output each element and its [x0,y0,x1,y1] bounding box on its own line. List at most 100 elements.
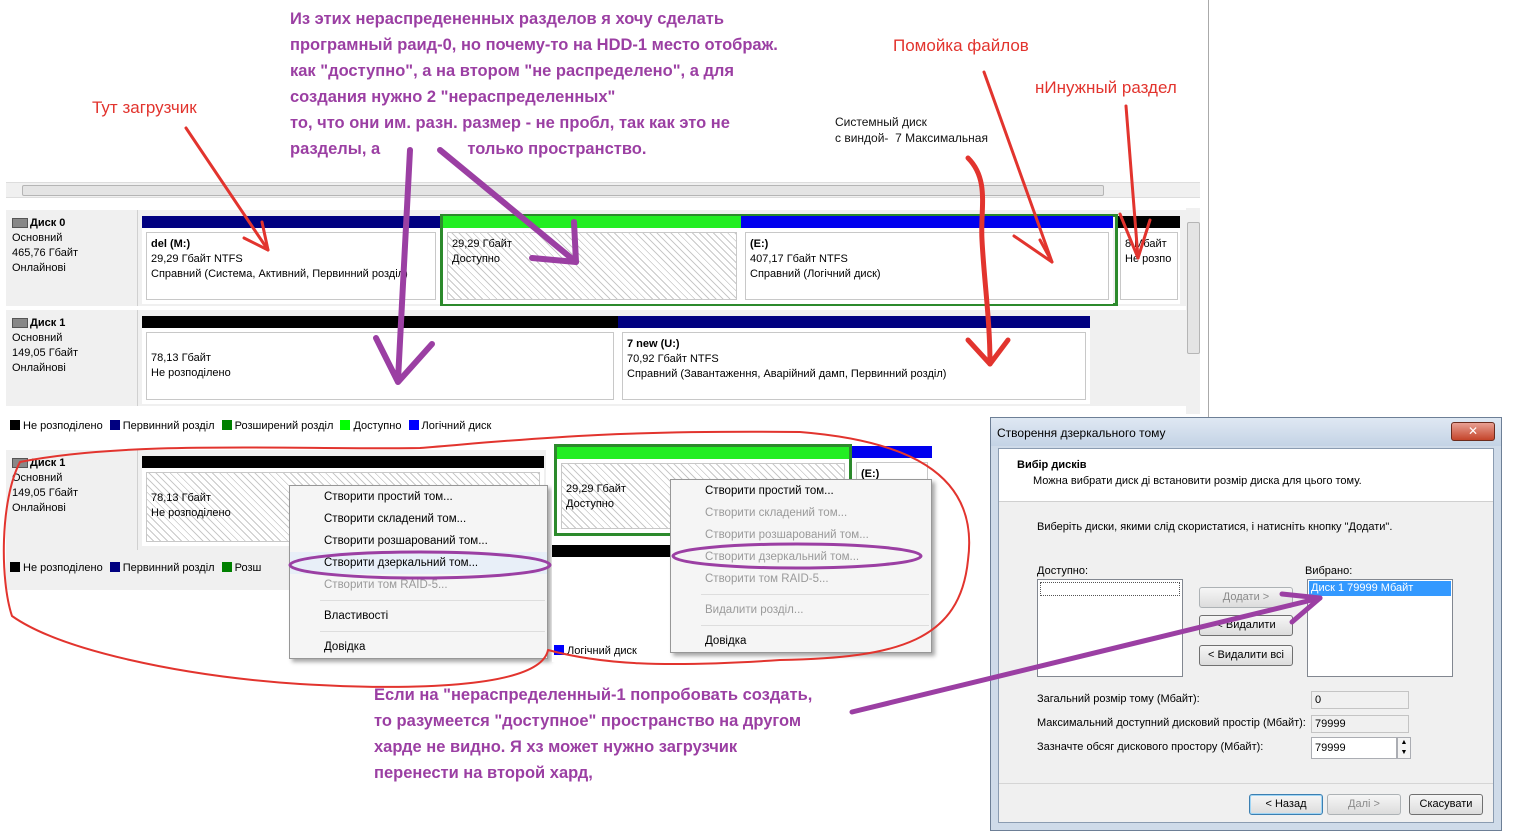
back-button[interactable]: < Назад [1249,794,1323,815]
dialog-header: Вибір дисків Можна вибрати диск ді встан… [999,449,1493,502]
partition-status: Справний (Логічний диск) [750,268,881,280]
menu-item-raid5-volume[interactable]: Створити том RAID-5... [705,573,829,585]
menu-item-spanned-volume[interactable]: Створити складений том... [705,507,848,519]
menu-item-help[interactable]: Довідка [705,635,747,647]
partition-bar [557,447,849,459]
legend-swatch [221,420,232,430]
dialog-heading: Вибір дисків [1017,459,1087,471]
partition-body: 29,29 Гбайт Доступно [447,232,737,300]
partition-bar [142,316,618,328]
legend-swatch [10,420,20,430]
dialog-subheading: Можна вибрати диск ді встановити розмір … [1033,475,1362,487]
partition-status: Не розподілено [151,367,231,379]
partition-body: 7 new (U:) 70,92 Гбайт NTFS Справний (За… [622,332,1086,400]
legend-swatch [408,420,419,430]
scroll-thumb[interactable] [1187,222,1200,354]
legend-swatch [109,420,120,430]
annotation-line: харде не видно. Я хз может нужно загрузч… [374,738,738,756]
disk-type: Основний [12,232,63,244]
partition-8mb[interactable]: 8 Мбайт Не розпо [1118,216,1180,304]
remove-button[interactable]: < Видалити [1199,615,1293,636]
cancel-button[interactable]: Скасувати [1409,794,1483,815]
menu-separator [701,625,929,626]
partition-status: Доступно [452,253,501,265]
menu-separator [320,631,545,632]
close-button[interactable]: ✕ [1451,422,1495,441]
disk1-row: Диск 1 Основний 149,05 Гбайт Онлайнові 7… [6,310,1186,406]
remove-all-button[interactable]: < Видалити всі [1199,645,1293,666]
menu-item-help[interactable]: Довідка [324,641,366,653]
list-item-selected[interactable]: Диск 1 79999 Мбайт [1309,581,1451,596]
legend-label: Не розподілено [23,562,103,574]
selected-label: Вибрано: [1305,565,1353,577]
menu-item-mirrored-volume[interactable]: Створити дзеркальний том... [705,551,860,563]
disk-icon [12,458,28,469]
disk1-info[interactable]: Диск 1 Основний 149,05 Гбайт Онлайнові [6,450,138,550]
partition-bar [1118,216,1180,228]
partition-body: (E:) 407,17 Гбайт NTFS Справний (Логічни… [745,232,1109,300]
disk1-info[interactable]: Диск 1 Основний 149,05 Гбайт Онлайнові [6,310,138,406]
partition-u[interactable]: 7 new (U:) 70,92 Гбайт NTFS Справний (За… [618,316,1090,404]
partition-bar [142,216,440,228]
annotation-line: с виндой- 7 Максимальная [835,131,988,145]
legend-label: Розширений розділ [234,420,334,432]
partition-free[interactable]: 29,29 Гбайт Доступно [443,216,741,304]
spin-down-icon[interactable]: ▼ [1400,749,1408,756]
next-button[interactable]: Далі > [1327,794,1401,815]
menu-item-mirrored-volume[interactable]: Створити дзеркальний том... [290,552,547,574]
partition-size: 78,13 Гбайт [151,352,211,364]
disk-icon [12,318,28,329]
max-space-label: Максимальний доступний дисковий простір … [1037,717,1306,729]
partition-bar [618,316,1090,328]
partition-m[interactable]: del (M:) 29,29 Гбайт NTFS Справний (Сист… [142,216,440,304]
annotation-line: как "доступно", а на втором "не распреде… [290,62,735,80]
disk-size: 149,05 Гбайт [12,487,79,499]
disk-type: Основний [12,472,63,484]
partition-unallocated[interactable]: 78,13 Гбайт Не розподілено [142,316,618,404]
available-disks-list[interactable] [1037,579,1183,677]
disk-type: Основний [12,332,63,344]
mirrored-volume-dialog: Створення дзеркального тому ✕ Вибір диск… [990,417,1502,831]
menu-item-striped-volume[interactable]: Створити розшарований том... [705,529,869,541]
menu-item-spanned-volume[interactable]: Створити складений том... [324,513,467,525]
menu-item-raid5-volume[interactable]: Створити том RAID-5... [324,579,448,591]
menu-item-properties[interactable]: Властивості [324,610,389,622]
disk-icon [12,218,28,229]
add-button[interactable]: Додати > [1199,587,1293,608]
selected-disks-list[interactable]: Диск 1 79999 Мбайт [1307,579,1453,677]
menu-item-striped-volume[interactable]: Створити розшарований том... [324,535,488,547]
partition-body: 8 Мбайт Не розпо [1120,232,1178,300]
partition-title: (E:) [750,238,769,250]
menu-item-delete-partition[interactable]: Видалити розділ... [705,604,804,616]
partition-bar [443,216,741,228]
partition-status: Справний (Завантаження, Аварійний дамп, … [627,368,947,380]
annotation-line: перенести на второй хард, [374,764,593,782]
horizontal-scrollbar[interactable] [6,182,1200,198]
partition-body: del (M:) 29,29 Гбайт NTFS Справний (Сист… [146,232,436,300]
legend-label: Розш [234,562,262,574]
menu-separator [701,594,929,595]
scroll-thumb[interactable] [22,185,1104,196]
legend-label: Первинний розділ [122,420,215,432]
menu-item-simple-volume[interactable]: Створити простий том... [705,485,834,497]
disk0-info[interactable]: Диск 0 Основний 465,76 Гбайт Онлайнові [6,210,138,306]
legend: Не розподілено Первинний розділ Розширен… [6,416,1196,436]
spin-up-icon[interactable]: ▲ [1400,739,1408,746]
partition-status: Справний (Система, Активний, Первинний р… [151,268,408,280]
amount-spinner[interactable]: ▲ ▼ [1397,737,1411,759]
menu-item-simple-volume[interactable]: Створити простий том... [324,491,453,503]
total-size-field: 0 [1311,691,1409,709]
context-menu-unallocated: Створити простий том... Створити складен… [289,485,548,659]
divider [999,783,1493,784]
annotation-line: програмный раид-0, но почему-то на HDD-1… [290,36,778,54]
partition-status: Не розпо [1125,253,1172,265]
partition-e[interactable]: (E:) 407,17 Гбайт NTFS Справний (Логічни… [741,216,1113,304]
annotation-line: разделы, а только пространство. [290,140,647,158]
disk-name: Диск 1 [30,457,66,469]
annotation-trash: Помойка файлов [893,36,1029,55]
amount-input[interactable]: 79999 [1311,737,1397,759]
available-label: Доступно: [1037,565,1089,577]
disk-status: Онлайнові [12,362,66,374]
vertical-scrollbar[interactable] [1186,208,1200,414]
disk-status: Онлайнові [12,502,66,514]
